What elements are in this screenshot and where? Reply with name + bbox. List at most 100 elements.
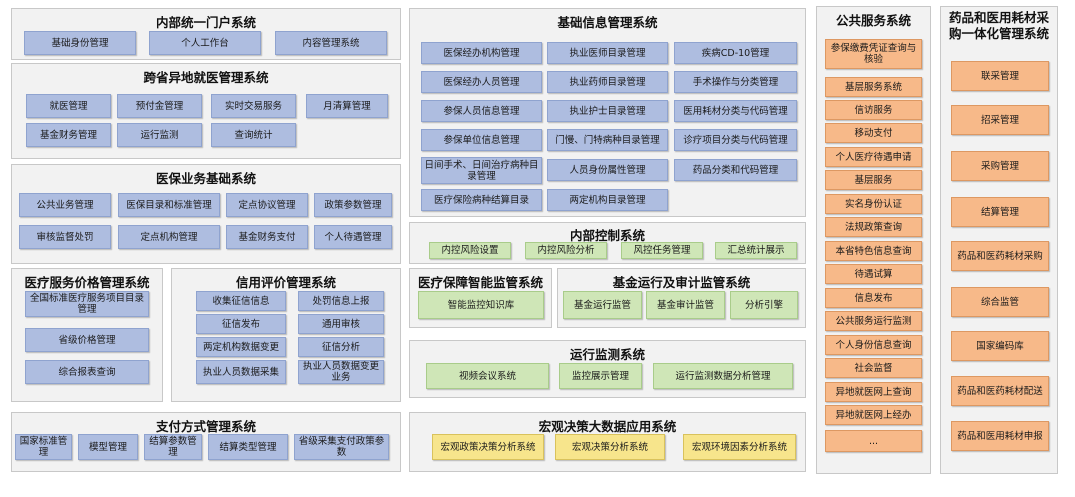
module-box[interactable]: 宏观决策分析系统 bbox=[555, 434, 665, 460]
module-box[interactable]: 药品和医药耗材采购 bbox=[951, 241, 1049, 271]
module-box[interactable]: 月清算管理 bbox=[306, 94, 388, 118]
module-box[interactable]: 综合监管 bbox=[951, 287, 1049, 317]
module-box[interactable]: 异地就医网上查询 bbox=[825, 382, 922, 402]
module-box[interactable]: 审核监督处罚 bbox=[19, 225, 111, 249]
panel-title: 运行监测系统 bbox=[569, 347, 645, 362]
module-box[interactable]: 诊疗项目分类与代码管理 bbox=[674, 129, 797, 151]
module-box[interactable]: 查询统计 bbox=[211, 123, 296, 147]
module-box[interactable]: ... bbox=[825, 430, 922, 452]
module-box[interactable]: 风控任务管理 bbox=[621, 242, 703, 259]
module-box[interactable]: 就医管理 bbox=[26, 94, 111, 118]
module-box[interactable]: 结算管理 bbox=[951, 197, 1049, 227]
module-box[interactable]: 实名身份认证 bbox=[825, 194, 922, 214]
panel-ops-monitor: 运行监测系统 视频会议系统 监控展示管理 运行监测数据分析管理 bbox=[409, 340, 806, 398]
module-box[interactable]: 基金运行监管 bbox=[563, 291, 642, 319]
module-box[interactable]: 医疗保险病种结算目录 bbox=[421, 189, 542, 211]
module-box[interactable]: 个人待遇管理 bbox=[314, 225, 392, 249]
panel-title: 药品和医用耗材采购一体化管理系统 bbox=[941, 10, 1057, 42]
module-box[interactable]: 省级价格管理 bbox=[25, 328, 149, 352]
module-box[interactable]: 人员身份属性管理 bbox=[547, 159, 668, 181]
module-box[interactable]: 信访服务 bbox=[825, 100, 922, 120]
module-box[interactable]: 执业医师目录管理 bbox=[547, 42, 668, 64]
module-box[interactable]: 通用审核 bbox=[298, 314, 384, 334]
module-box[interactable]: 省级采集支付政策参数 bbox=[294, 434, 389, 460]
module-box[interactable]: 定点协议管理 bbox=[226, 193, 308, 217]
module-box[interactable]: 药品和医用耗材申报 bbox=[951, 421, 1049, 451]
module-box[interactable]: 征信发布 bbox=[196, 314, 286, 334]
module-box[interactable]: 汇总统计展示 bbox=[715, 242, 797, 259]
module-box[interactable]: 医用耗材分类与代码管理 bbox=[674, 100, 797, 122]
module-box[interactable]: 疾病CD-10管理 bbox=[674, 42, 797, 64]
module-box[interactable]: 运行监测数据分析管理 bbox=[653, 363, 793, 389]
module-box[interactable]: 智能监控知识库 bbox=[418, 291, 544, 319]
module-box[interactable]: 实时交易服务 bbox=[211, 94, 296, 118]
module-box[interactable]: 基金审计监管 bbox=[646, 291, 725, 319]
module-box[interactable]: 收集征信信息 bbox=[196, 291, 286, 311]
module-box[interactable]: 参保人员信息管理 bbox=[421, 100, 542, 122]
module-box[interactable]: 监控展示管理 bbox=[559, 363, 642, 389]
module-box[interactable]: 结算参数管理 bbox=[144, 434, 202, 460]
module-box[interactable]: 医保经办机构管理 bbox=[421, 42, 542, 64]
module-box[interactable]: 公共业务管理 bbox=[19, 193, 111, 217]
module-box[interactable]: 医保经办人员管理 bbox=[421, 71, 542, 93]
module-box[interactable]: 参保单位信息管理 bbox=[421, 129, 542, 151]
module-box[interactable]: 基础身份管理 bbox=[24, 31, 136, 55]
panel-internal-control: 内部控制系统 内控风险设置 内控风险分析 风控任务管理 汇总统计展示 bbox=[409, 222, 806, 264]
panel-smart-supervision: 医疗保障智能监管系统 智能监控知识库 bbox=[409, 268, 552, 328]
module-box[interactable]: 社会监督 bbox=[825, 358, 922, 378]
module-box[interactable]: 执业人员数据变更业务 bbox=[298, 360, 384, 384]
module-box[interactable]: 征信分析 bbox=[298, 337, 384, 357]
module-box[interactable]: 内控风险设置 bbox=[429, 242, 511, 259]
module-box[interactable]: 综合报表查询 bbox=[25, 360, 149, 384]
module-box[interactable]: 信息发布 bbox=[825, 288, 922, 308]
module-box[interactable]: 采购管理 bbox=[951, 151, 1049, 181]
module-box[interactable]: 门慢、门特病种目录管理 bbox=[547, 129, 668, 151]
module-box[interactable]: 个人医疗待遇申请 bbox=[825, 147, 922, 167]
panel-title: 信用评价管理系统 bbox=[235, 275, 336, 290]
module-box[interactable]: 个人工作台 bbox=[149, 31, 261, 55]
module-box[interactable]: 日间手术、日间治疗病种目录管理 bbox=[421, 157, 542, 184]
module-box[interactable]: 个人身份信息查询 bbox=[825, 335, 922, 355]
module-box[interactable]: 全国标准医疗服务项目目录管理 bbox=[25, 291, 149, 317]
module-box[interactable]: 公共服务运行监测 bbox=[825, 311, 922, 331]
module-box[interactable]: 基层服务系统 bbox=[825, 77, 922, 97]
panel-title: 内部统一门户系统 bbox=[155, 15, 256, 30]
module-box[interactable]: 宏观环境因素分析系统 bbox=[683, 434, 796, 460]
module-box[interactable]: 基金财务管理 bbox=[26, 123, 111, 147]
module-box[interactable]: 分析引擎 bbox=[730, 291, 798, 319]
module-box[interactable]: 法规政策查询 bbox=[825, 217, 922, 237]
module-box[interactable]: 参保缴费凭证查询与核验 bbox=[825, 39, 922, 69]
module-box[interactable]: 基层服务 bbox=[825, 170, 922, 190]
module-box[interactable]: 执业护士目录管理 bbox=[547, 100, 668, 122]
module-box[interactable]: 药品分类和代码管理 bbox=[674, 159, 797, 181]
module-box[interactable]: 视频会议系统 bbox=[426, 363, 549, 389]
module-box[interactable]: 结算类型管理 bbox=[208, 434, 288, 460]
module-box[interactable]: 联采管理 bbox=[951, 61, 1049, 91]
module-box[interactable]: 国家编码库 bbox=[951, 331, 1049, 361]
module-box[interactable]: 两定机构数据变更 bbox=[196, 337, 286, 357]
module-box[interactable]: 运行监测 bbox=[117, 123, 202, 147]
module-box[interactable]: 移动支付 bbox=[825, 123, 922, 143]
module-box[interactable]: 内控风险分析 bbox=[525, 242, 607, 259]
module-box[interactable]: 执业人员数据采集 bbox=[196, 360, 286, 384]
module-box[interactable]: 手术操作与分类管理 bbox=[674, 71, 797, 93]
module-box[interactable]: 基金财务支付 bbox=[226, 225, 308, 249]
module-box[interactable]: 宏观政策决策分析系统 bbox=[432, 434, 544, 460]
module-box[interactable]: 国家标准管理 bbox=[15, 434, 72, 460]
module-box[interactable]: 预付金管理 bbox=[117, 94, 202, 118]
module-box[interactable]: 本省特色信息查询 bbox=[825, 241, 922, 261]
panel-drug-procurement: 药品和医用耗材采购一体化管理系统 联采管理 招采管理 采购管理 结算管理 药品和… bbox=[940, 6, 1058, 474]
module-box[interactable]: 两定机构目录管理 bbox=[547, 189, 668, 211]
module-box[interactable]: 执业药师目录管理 bbox=[547, 71, 668, 93]
module-box[interactable]: 药品和医药耗材配送 bbox=[951, 376, 1049, 406]
panel-internal-portal: 内部统一门户系统 基础身份管理 个人工作台 内容管理系统 bbox=[11, 8, 401, 60]
module-box[interactable]: 政策参数管理 bbox=[314, 193, 392, 217]
module-box[interactable]: 待遇试算 bbox=[825, 264, 922, 284]
module-box[interactable]: 定点机构管理 bbox=[118, 225, 220, 249]
module-box[interactable]: 模型管理 bbox=[78, 434, 138, 460]
module-box[interactable]: 异地就医网上经办 bbox=[825, 405, 922, 425]
module-box[interactable]: 医保目录和标准管理 bbox=[118, 193, 220, 217]
module-box[interactable]: 处罚信息上报 bbox=[298, 291, 384, 311]
module-box[interactable]: 内容管理系统 bbox=[275, 31, 387, 55]
module-box[interactable]: 招采管理 bbox=[951, 105, 1049, 135]
